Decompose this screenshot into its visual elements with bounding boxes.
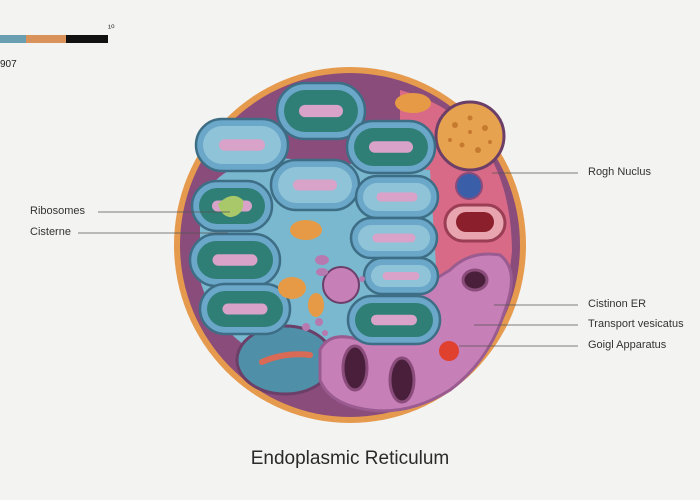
label-ribosomes: Ribosomes — [30, 205, 86, 217]
rough-er-lumen — [456, 212, 494, 232]
cisterna-1 — [275, 81, 367, 141]
cisterna-9 — [198, 282, 292, 336]
vesicle-top — [395, 93, 431, 113]
diagram-title: Endoplasmic Reticulum — [250, 448, 450, 469]
cisterna-6 — [354, 174, 440, 220]
cytoplasm-granules — [278, 220, 365, 336]
scale-segment-orange — [26, 35, 66, 43]
cisterna-3 — [345, 119, 437, 175]
cisternae-stack — [188, 81, 442, 346]
cisterna-4 — [269, 158, 361, 212]
cisterna-11 — [346, 294, 442, 346]
scale-side-label: 907 — [0, 59, 17, 70]
scale-top-label: ¹⁰ — [108, 23, 115, 33]
label-rough-nucleus: Rogh Nuclus — [588, 166, 651, 178]
leader-lines — [78, 172, 578, 347]
cisterna-10 — [362, 256, 440, 296]
golgi-vesicle-3 — [461, 268, 489, 292]
cisterna-2 — [194, 117, 290, 173]
cell — [174, 67, 526, 423]
scale-segment-black — [66, 35, 108, 43]
cisterna-7 — [188, 232, 282, 288]
label-cisterne: Cisterne — [30, 226, 71, 238]
golgi-vesicle-2 — [388, 356, 416, 404]
pocket-filament — [259, 351, 313, 365]
cisterna-8 — [349, 216, 439, 260]
label-transport-vesicatus: Transport vesicatus — [588, 318, 684, 330]
label-golgi-apparatus: Goigl Apparatus — [588, 339, 667, 351]
nucleus-texture — [448, 115, 492, 153]
nucleus — [434, 100, 506, 172]
scale-bar — [0, 35, 108, 43]
ribosome-cluster — [455, 172, 483, 200]
golgi-vesicle-1 — [341, 344, 369, 392]
red-vesicle — [439, 341, 459, 361]
scale-segment-blue — [0, 35, 26, 43]
label-cistinon-er: Cistinon ER — [588, 298, 647, 310]
